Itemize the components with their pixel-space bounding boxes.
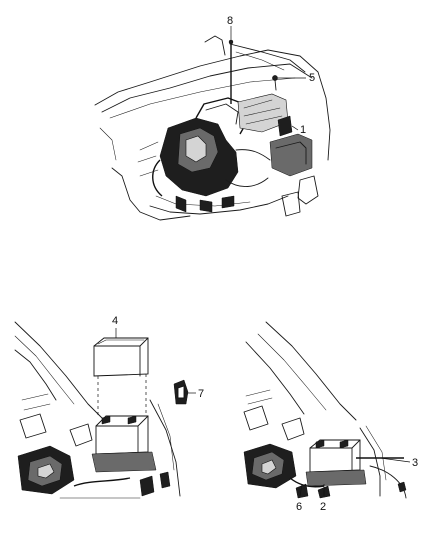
leader-line-1 bbox=[291, 125, 299, 131]
callout-4: 4 bbox=[112, 315, 118, 327]
callout-3: 3 bbox=[412, 457, 418, 469]
callout-7: 7 bbox=[198, 388, 204, 400]
leader-line-3 bbox=[379, 457, 411, 463]
callout-6: 6 bbox=[296, 501, 302, 513]
leader-line-4-drop bbox=[97, 374, 147, 416]
battery-bay-illustration-left bbox=[14, 321, 189, 499]
callout-2: 2 bbox=[320, 501, 326, 513]
callout-1: 1 bbox=[300, 124, 306, 136]
engine-bay-illustration bbox=[94, 35, 331, 221]
battery-bay-illustration-right bbox=[243, 321, 407, 499]
callout-8: 8 bbox=[227, 15, 233, 27]
leader-line-6 bbox=[299, 483, 303, 497]
callout-5: 5 bbox=[309, 72, 315, 84]
